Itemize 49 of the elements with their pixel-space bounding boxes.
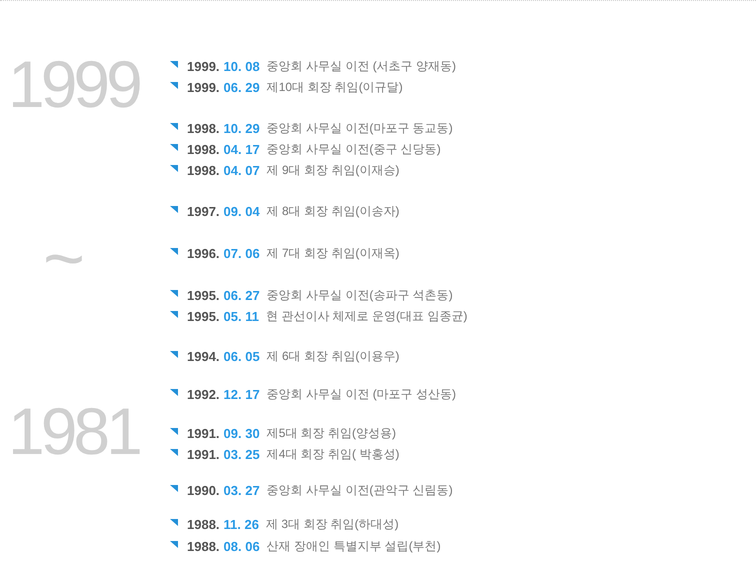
- event-description: 중앙회 사무실 이전(중구 신당동): [266, 143, 441, 155]
- date-year: 1988.: [187, 540, 220, 552]
- event-description: 중앙회 사무실 이전(송파구 석촌동): [266, 289, 453, 301]
- event-description: 제 8대 회장 취임(이송자): [266, 205, 400, 217]
- date-year: 1999.: [187, 80, 220, 94]
- date-month-day: 11. 26: [224, 518, 259, 530]
- event-description: 중앙회 사무실 이전(관악구 신림동): [266, 484, 453, 496]
- event-description: 제10대 회장 취임(이규달): [266, 81, 403, 93]
- date-month-day: 06. 05: [224, 350, 260, 362]
- date-month-day: 05. 11: [224, 310, 259, 322]
- date-year: 1995.: [187, 310, 220, 322]
- date-month-day: 04. 17: [224, 142, 260, 156]
- date-year: 1992.: [187, 388, 220, 400]
- event-description: 제 9대 회장 취임(이재승): [266, 164, 400, 176]
- event-description: 산재 장애인 특별지부 설립(부천): [266, 540, 441, 552]
- event-description: 제 6대 회장 취임(이용우): [266, 350, 400, 362]
- event-description: 현 관선이사 체제로 운영(대표 임종균): [266, 310, 468, 322]
- date-month-day: 08. 06: [224, 540, 260, 552]
- date-year: 1991.: [187, 426, 220, 440]
- event-description: 제 7대 회장 취임(이재옥): [266, 247, 400, 259]
- event-description: 중앙회 사무실 이전 (서초구 양재동): [266, 60, 456, 72]
- event-description: 중앙회 사무실 이전 (마포구 성산동): [266, 388, 456, 400]
- date-year: 1995.: [187, 288, 220, 302]
- event-description: 제4대 회장 취임( 박홍성): [266, 448, 400, 460]
- date-month-day: 03. 27: [224, 484, 260, 496]
- event-description: 제5대 회장 취임(양성용): [266, 427, 396, 439]
- date-year: 1997.: [187, 204, 220, 218]
- date-year: 1991.: [187, 448, 220, 460]
- range-tilde: ~: [43, 223, 86, 295]
- event-description: 중앙회 사무실 이전(마포구 동교동): [266, 122, 453, 134]
- date-month-day: 06. 27: [224, 288, 260, 302]
- date-month-day: 10. 08: [224, 60, 260, 72]
- date-year: 1990.: [187, 484, 220, 496]
- date-month-day: 06. 29: [224, 80, 260, 94]
- date-month-day: 12. 17: [224, 388, 260, 400]
- date-year: 1998.: [187, 122, 220, 134]
- date-month-day: 09. 30: [224, 426, 260, 440]
- date-year: 1994.: [187, 350, 220, 362]
- date-month-day: 09. 04: [224, 204, 260, 218]
- date-year: 1988.: [187, 518, 220, 530]
- date-year: 1998.: [187, 164, 220, 176]
- date-month-day: 04. 07: [224, 164, 260, 176]
- date-month-day: 07. 06: [224, 246, 260, 260]
- date-month-day: 03. 25: [224, 448, 260, 460]
- event-description: 제 3대 회장 취임(하대성): [266, 518, 399, 530]
- date-year: 1998.: [187, 142, 220, 156]
- date-month-day: 10. 29: [224, 122, 260, 134]
- date-year: 1996.: [187, 246, 220, 260]
- date-year: 1999.: [187, 60, 220, 72]
